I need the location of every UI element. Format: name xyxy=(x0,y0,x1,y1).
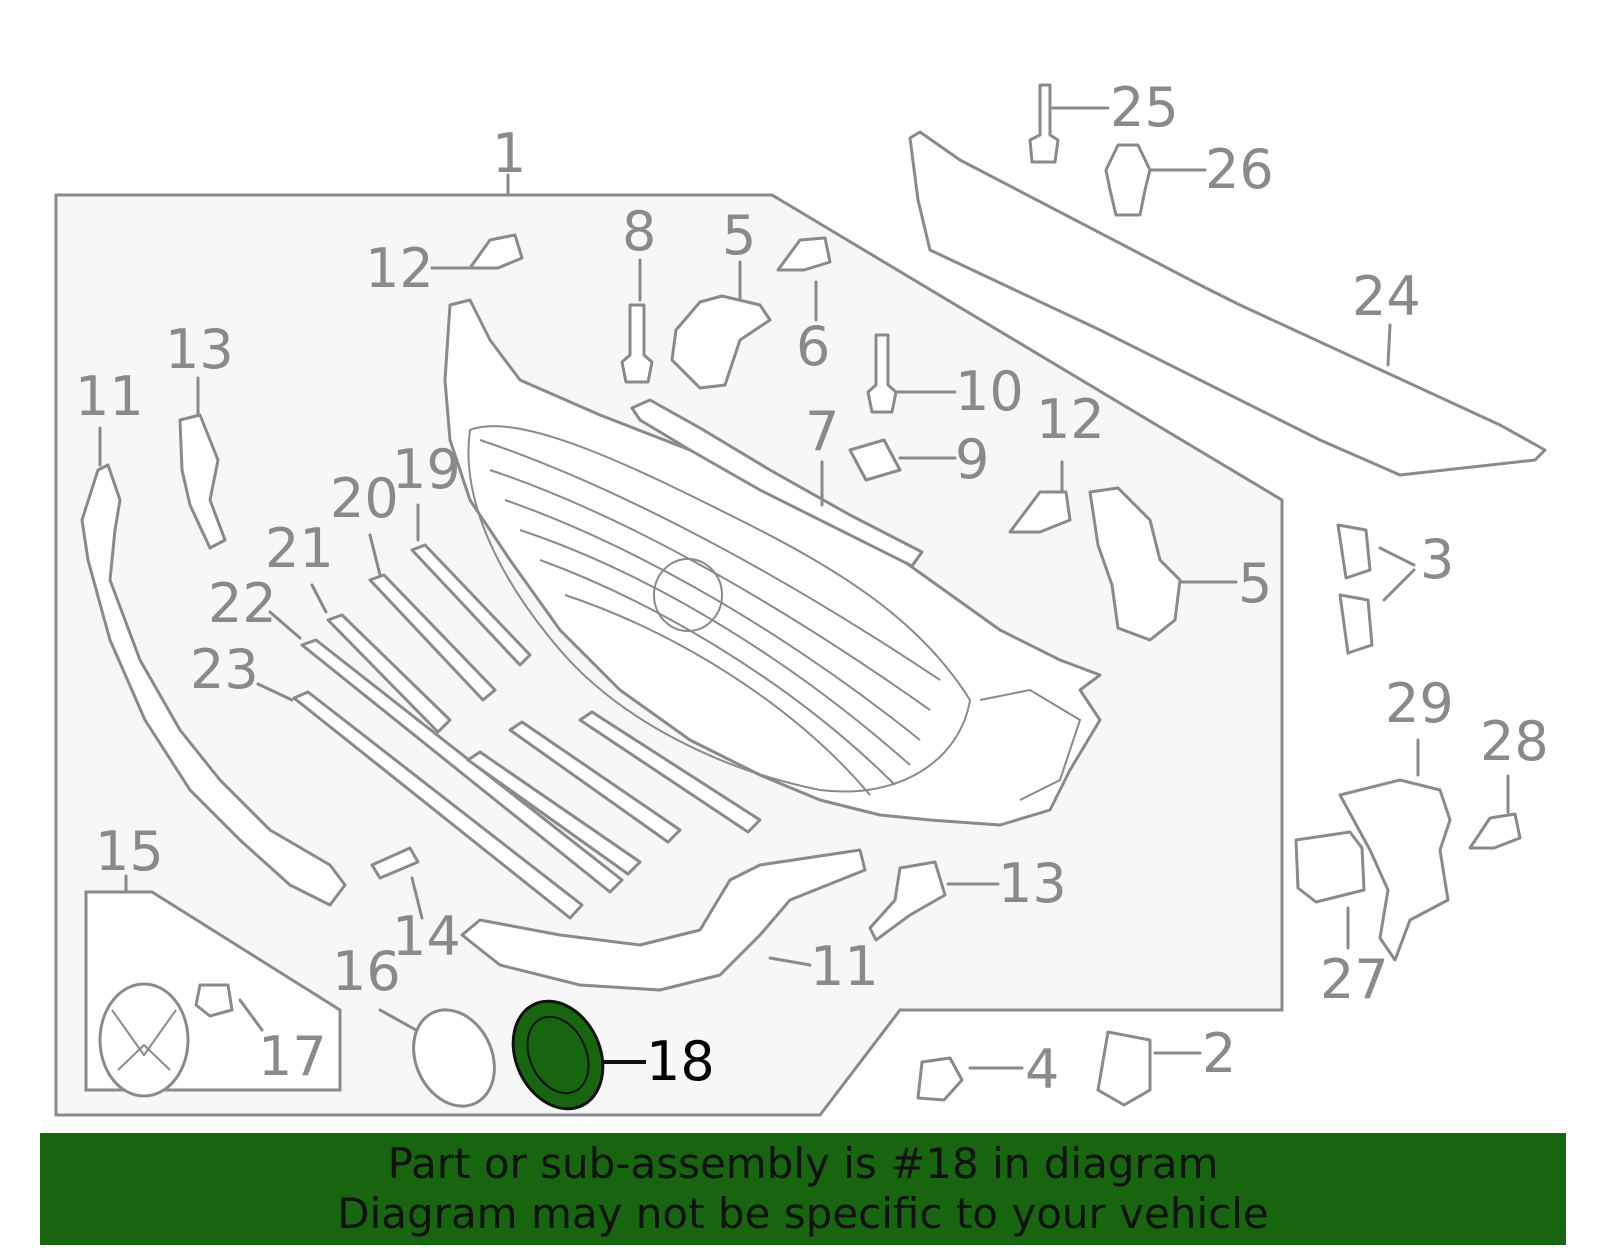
leader-lines xyxy=(98,106,1510,1070)
callout-25: 25 xyxy=(1110,76,1179,139)
callout-20: 20 xyxy=(330,467,399,530)
callout-23: 23 xyxy=(190,638,259,701)
callout-2: 2 xyxy=(1202,1022,1236,1085)
callout-17: 17 xyxy=(258,1025,327,1088)
fasteners xyxy=(194,83,1522,1102)
callout-27: 27 xyxy=(1320,948,1389,1011)
callout-7: 7 xyxy=(805,400,839,463)
upper-bracket-part-7 xyxy=(630,398,924,568)
callout-11-bottom: 11 xyxy=(810,935,879,998)
callout-1: 1 xyxy=(492,122,526,185)
right-molding-part-11 xyxy=(460,848,867,992)
highlighted-part-18[interactable] xyxy=(496,986,619,1123)
callout-13-top: 13 xyxy=(165,318,234,381)
callout-11-top: 11 xyxy=(75,365,144,428)
trim-strips xyxy=(292,543,762,920)
callout-labels: 1 25 26 12 8 5 6 24 13 11 10 7 9 12 19 2… xyxy=(75,76,1549,1101)
callout-10: 10 xyxy=(955,360,1024,423)
brackets xyxy=(178,294,1452,1107)
callout-24: 24 xyxy=(1352,265,1421,328)
callout-9: 9 xyxy=(955,428,989,491)
callout-3: 3 xyxy=(1420,528,1454,591)
callout-12-left: 12 xyxy=(365,237,434,300)
callout-5-right: 5 xyxy=(1238,552,1272,615)
callout-4: 4 xyxy=(1025,1038,1059,1101)
callout-12-right: 12 xyxy=(1036,388,1105,451)
callout-18: 18 xyxy=(646,1030,715,1093)
banner-line-2: Diagram may not be specific to your vehi… xyxy=(337,1189,1269,1238)
callout-26: 26 xyxy=(1205,138,1274,201)
callout-6: 6 xyxy=(796,315,830,378)
info-banner: Part or sub-assembly is #18 in diagram D… xyxy=(40,1133,1566,1245)
callout-21: 21 xyxy=(265,517,334,580)
left-molding-part-11 xyxy=(80,463,347,907)
callout-14: 14 xyxy=(392,905,461,968)
callout-13-bottom: 13 xyxy=(998,852,1067,915)
emblem-part-15 xyxy=(98,982,190,1098)
banner-line-1: Part or sub-assembly is #18 in diagram xyxy=(387,1139,1219,1188)
upper-shield-part-24 xyxy=(908,130,1547,477)
callout-8: 8 xyxy=(622,200,656,263)
callout-29: 29 xyxy=(1385,672,1454,735)
callout-16: 16 xyxy=(332,940,401,1003)
callout-28: 28 xyxy=(1480,710,1549,773)
callout-15: 15 xyxy=(95,820,164,883)
cover-part-16 xyxy=(412,1008,496,1108)
callout-19: 19 xyxy=(392,438,461,501)
callout-5-top: 5 xyxy=(722,204,756,267)
grille-part xyxy=(443,298,1102,827)
callout-22: 22 xyxy=(208,572,277,635)
